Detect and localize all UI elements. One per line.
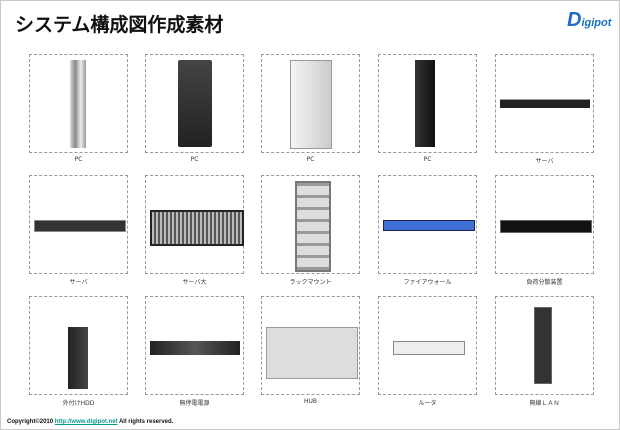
device-image xyxy=(534,307,552,384)
device-label: サーバ xyxy=(69,279,88,286)
device-label: PC xyxy=(74,156,83,163)
device-image xyxy=(393,341,465,355)
device-label: ラックマウント xyxy=(289,279,332,286)
site-link[interactable]: http://www.digipot.net xyxy=(54,419,118,425)
device-image xyxy=(150,210,244,246)
device-cell[interactable] xyxy=(145,296,244,395)
device-label: PC xyxy=(190,156,199,163)
device-image xyxy=(34,220,126,232)
device-cell[interactable] xyxy=(145,175,244,274)
device-cell[interactable] xyxy=(29,175,128,274)
device-image xyxy=(383,220,475,231)
device-image xyxy=(290,60,332,149)
device-cell[interactable] xyxy=(495,296,594,395)
device-cell[interactable] xyxy=(378,175,477,274)
device-image xyxy=(70,60,86,148)
device-cell[interactable] xyxy=(378,54,477,153)
device-label: サーバ大 xyxy=(182,279,207,286)
device-cell[interactable] xyxy=(261,296,360,395)
copyright-text: Copyright©2010 xyxy=(7,419,55,425)
device-cell[interactable] xyxy=(495,175,594,274)
device-label: PC xyxy=(306,156,315,163)
device-image xyxy=(415,60,435,147)
device-cell[interactable] xyxy=(261,175,360,274)
device-cell[interactable] xyxy=(29,296,128,395)
device-cell[interactable] xyxy=(495,54,594,153)
device-label: 外付けHDD xyxy=(62,400,95,407)
device-label: 無停電電源 xyxy=(179,400,210,407)
device-image xyxy=(295,181,331,272)
device-label: 無線ＬＡＮ xyxy=(529,400,560,407)
copyright-suffix: All rights reserved. xyxy=(117,419,174,425)
device-image xyxy=(178,60,212,147)
device-image xyxy=(68,327,88,389)
device-image xyxy=(150,341,240,355)
device-image xyxy=(500,220,592,233)
device-label: PC xyxy=(423,156,432,163)
device-cell[interactable] xyxy=(29,54,128,153)
device-label: HUB xyxy=(303,398,318,405)
device-label: 負荷分散装置 xyxy=(526,279,563,286)
device-cell[interactable] xyxy=(261,54,360,153)
device-label: ルータ xyxy=(418,400,437,407)
device-image xyxy=(266,327,358,379)
device-label: ファイアウォール xyxy=(403,279,452,286)
copyright: Copyright©2010 http://www.digipot.net Al… xyxy=(7,419,173,425)
digipot-logo: Digipot xyxy=(567,9,612,31)
device-label: サーバ xyxy=(535,158,554,165)
device-image xyxy=(500,99,590,108)
device-cell[interactable] xyxy=(378,296,477,395)
page-title: システム構成図作成素材 xyxy=(15,14,224,36)
device-cell[interactable] xyxy=(145,54,244,153)
